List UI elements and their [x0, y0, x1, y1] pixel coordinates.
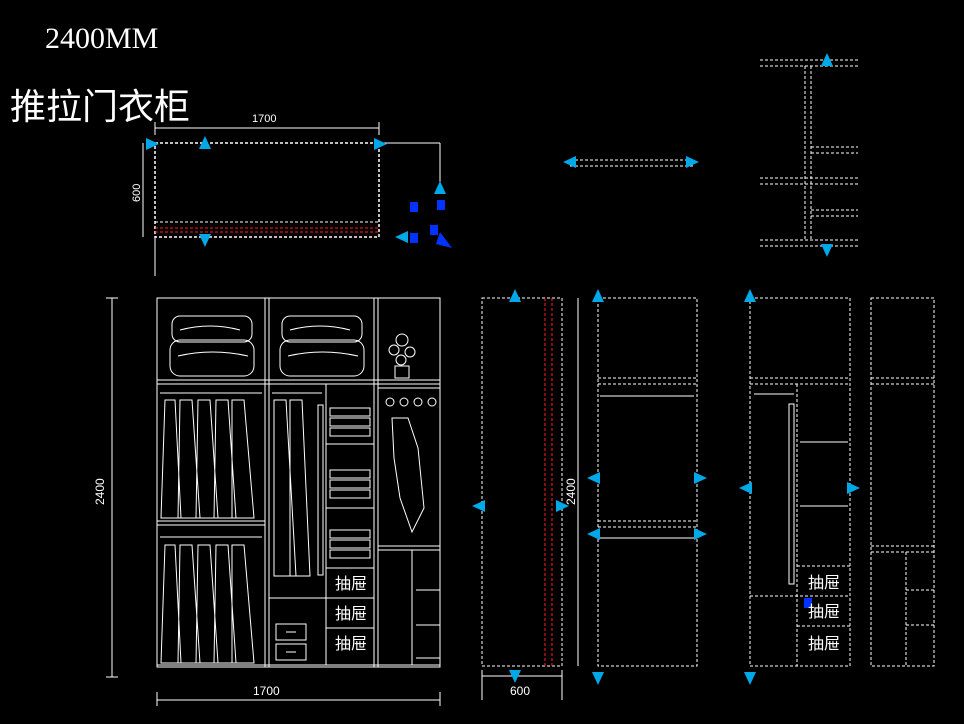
storage-box-icon	[275, 623, 307, 661]
blue-grip-icon[interactable]	[804, 598, 812, 608]
folded-clothes-icon	[329, 407, 371, 559]
blue-grip-icon[interactable]	[410, 233, 418, 243]
side-section[interactable]	[481, 297, 579, 700]
grip-icon[interactable]	[434, 181, 446, 194]
drawer-label: 抽屉	[808, 603, 840, 621]
section-c[interactable]	[870, 297, 935, 667]
size-title: 2400MM	[45, 22, 159, 55]
hooks-icon	[385, 397, 437, 407]
plant-icon	[388, 333, 416, 379]
side-depth-dim: 600	[510, 684, 530, 698]
bedding-icon	[279, 315, 365, 377]
handle	[317, 404, 324, 576]
drawer-label: 抽屉	[808, 574, 840, 592]
grip-icon[interactable]	[395, 231, 408, 243]
drawer-label: 抽屉	[808, 635, 840, 653]
grip-icon[interactable]	[374, 138, 387, 150]
grip-icon[interactable]	[199, 234, 211, 247]
grip-icon[interactable]	[146, 138, 159, 150]
blue-grip-icon[interactable]	[430, 225, 438, 235]
hanging-clothes-icon	[160, 399, 311, 664]
plan-view[interactable]	[142, 122, 441, 276]
drawer-label: 抽屉	[335, 575, 367, 593]
handle	[788, 403, 795, 585]
grip-icon[interactable]	[436, 232, 452, 248]
blue-grip-icon[interactable]	[437, 200, 445, 210]
elevation-width-dim: 1700	[253, 684, 280, 698]
side-height-dim: 2400	[564, 478, 578, 505]
elevation-height-dim: 2400	[93, 478, 107, 505]
bedding-icon	[169, 315, 255, 377]
front-elevation[interactable]	[106, 297, 441, 706]
floating-segment[interactable]	[570, 159, 695, 167]
drawer-label: 抽屉	[335, 605, 367, 623]
plan-depth-dim: 600	[131, 184, 143, 202]
coat-icon	[391, 417, 425, 534]
section-a[interactable]	[597, 297, 698, 667]
blue-grip-icon[interactable]	[410, 202, 418, 212]
section-b[interactable]	[749, 297, 851, 667]
shelf-section-view[interactable]	[760, 59, 858, 247]
drawer-label: 抽屉	[335, 635, 367, 653]
plan-width-dim: 1700	[252, 113, 276, 125]
name-title: 推拉门衣柜	[10, 87, 191, 127]
